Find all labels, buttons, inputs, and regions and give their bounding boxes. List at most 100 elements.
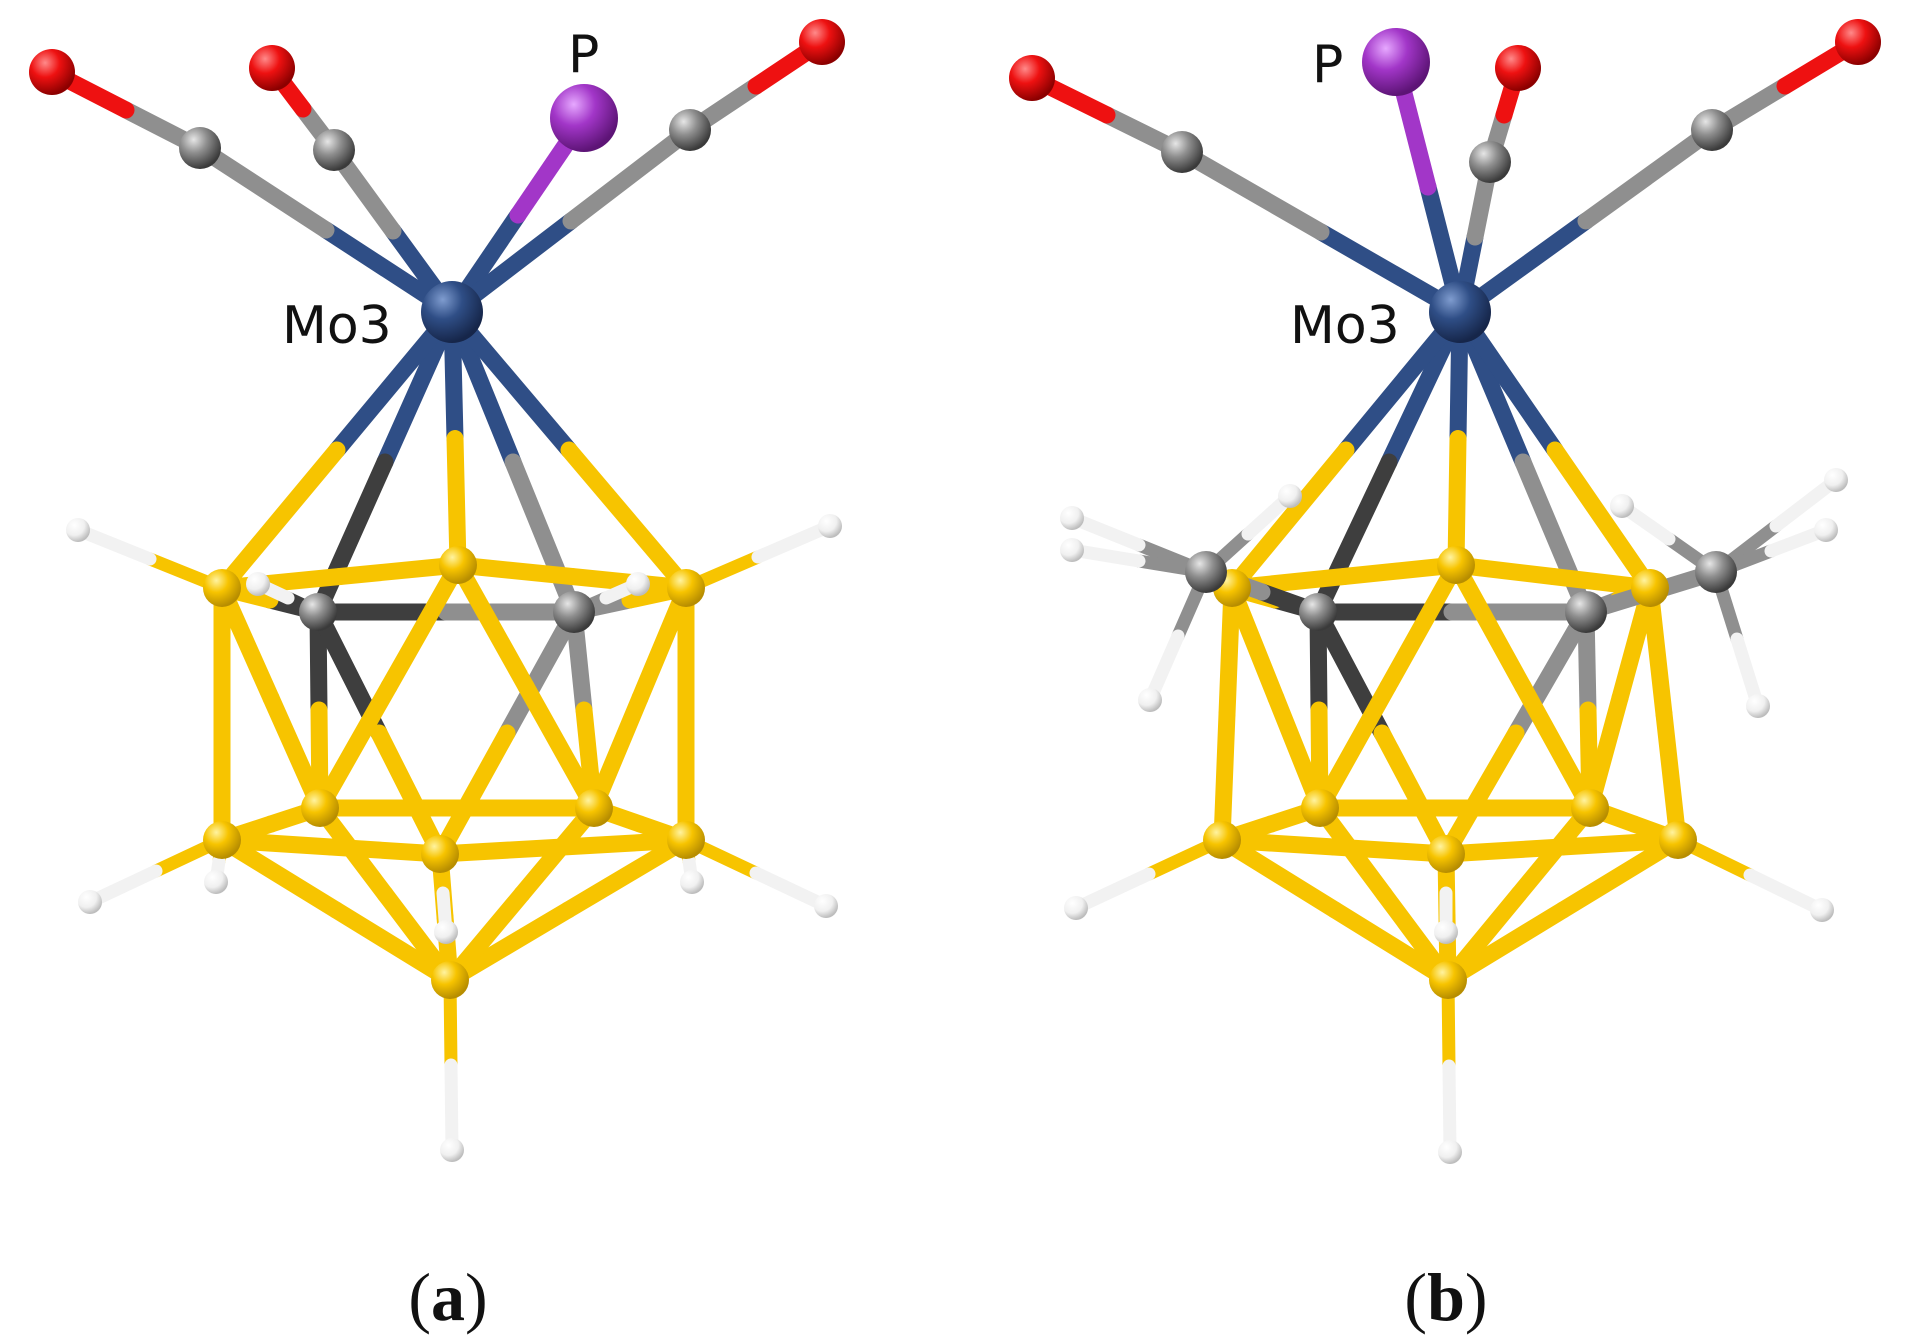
panel-b-hydrogen-atom-27 (1610, 494, 1634, 518)
panel-b-hydrogen-atom-23 (1138, 688, 1162, 712)
panel-b-bond-6 (1703, 33, 1867, 139)
panel-a-mo-label: Mo3 (282, 296, 392, 356)
panel-a-bond-38 (679, 519, 837, 595)
panel-a-hydrogen-atom-22 (814, 894, 838, 918)
panel-a-oxygen-atom-13 (29, 49, 75, 95)
panel-a-bond-41 (443, 973, 459, 1157)
panel-b-bond-16 (1447, 556, 1659, 597)
panel-b-hydrogen-atom-22 (1278, 484, 1302, 508)
panel-b-bond-23 (1641, 579, 1687, 849)
panel-a-boron-atom-5 (667, 569, 705, 607)
panel-a-hydrogen-atom-27 (204, 870, 228, 894)
panel-b-boron-atom-10 (1571, 789, 1609, 827)
panel-b-bond-1 (1023, 69, 1191, 161)
panel-a-hydrogen-atom-23 (440, 1138, 464, 1162)
panel-a-bond-32 (213, 831, 459, 989)
panel-a-caption: (a) (408, 1259, 487, 1335)
panel-a-p-label: P (568, 25, 599, 85)
panel-b-hydrogen-atom-32 (1060, 538, 1084, 562)
panel-b-boron-atom-4 (1437, 546, 1475, 584)
panel-a-bond-0 (191, 139, 461, 321)
panel-b-bond-19 (1437, 603, 1595, 863)
panel-a-bond-26 (449, 556, 603, 817)
panel-b-boron-atom-9 (1301, 789, 1339, 827)
panel-a-bond-10 (443, 303, 467, 574)
panel-b-boron-atom-11 (1429, 961, 1467, 999)
panel-b-hydrogen-atom-29 (1810, 898, 1834, 922)
panel-a-hydrogen-atom-21 (78, 890, 102, 914)
panel-a-boron-atom-6 (203, 821, 241, 859)
panel-b-bond-32 (1213, 831, 1457, 989)
panel-a-boron-atom-10 (575, 789, 613, 827)
panel-a-hydrogen-atom-24 (434, 920, 458, 944)
panel-b-bond-49 (1441, 973, 1457, 1159)
panel-a-phosphorus-atom-16 (550, 84, 618, 152)
panel-a-hydrogen-atom-25 (246, 572, 270, 596)
panel-b-carbon-atom-14 (1469, 141, 1511, 183)
panel-b-hydrogen-atom-26 (1746, 694, 1770, 718)
panel-b-hydrogen-atom-21 (1060, 506, 1084, 530)
panel-b-p-label: P (1312, 35, 1343, 95)
panel-b-boron-atom-6 (1203, 821, 1241, 859)
panel-b-oxygen-atom-18 (1835, 19, 1881, 65)
panel-a-boron-atom-7 (667, 821, 705, 859)
panel-b-oxygen-atom-15 (1495, 45, 1541, 91)
panel-a-hydrogen-atom-19 (66, 518, 90, 542)
panel-b-bond-22 (1223, 579, 1329, 817)
panel-a-bond-1 (43, 63, 209, 157)
panel-a-boron-atom-3 (203, 569, 241, 607)
panel-a-structure: Mo3 P (a) (29, 19, 845, 1335)
panel-a-carbon-atom-12 (179, 127, 221, 169)
panel-b-hydrogen-atom-30 (1438, 1140, 1462, 1164)
panel-b-bond-26 (1447, 556, 1599, 817)
panel-a-bond-16 (449, 556, 695, 597)
panel-a-bond-6 (681, 33, 831, 139)
panel-a-oxygen-atom-18 (799, 19, 845, 65)
panel-b-bond-21 (1213, 579, 1241, 849)
panel-a-bond-36 (441, 799, 603, 989)
panel-b-atoms (1009, 19, 1881, 1164)
panel-b-hydrogen-atom-24 (1824, 468, 1848, 492)
panel-a-bond-5 (443, 121, 699, 321)
panel-b-molybdenum-atom-0 (1429, 281, 1491, 343)
panel-a-bond-19 (431, 603, 583, 863)
panel-b-bond-17 (1309, 603, 1329, 817)
panel-a-bond-11 (443, 303, 695, 597)
panel-a-bond-39 (83, 833, 229, 909)
panel-b-boron-atom-7 (1659, 821, 1697, 859)
panel-b-carbon-atom-17 (1691, 109, 1733, 151)
panel-b-bond-45 (1709, 565, 1765, 713)
panel-b-bond-25 (1311, 556, 1465, 817)
panel-b-carbon-atom-2 (1565, 591, 1607, 633)
panel-a-boron-atom-8 (421, 835, 459, 873)
panel-b-boron-atom-5 (1631, 569, 1669, 607)
panel-b-bond-48 (1671, 833, 1829, 917)
panel-b-bond-47 (1069, 833, 1229, 915)
panel-a-carbon-atom-14 (313, 129, 355, 171)
panel-a-bond-22 (213, 579, 329, 817)
panel-b-carbon-atom-20 (1695, 551, 1737, 593)
panel-a-bond-24 (585, 579, 695, 817)
panel-a-carbon-atom-2 (553, 591, 595, 633)
panel-b-carbon-atom-12 (1161, 131, 1203, 173)
panel-b-caption: (b) (1404, 1259, 1487, 1335)
panel-b-hydrogen-atom-31 (1434, 920, 1458, 944)
panel-a-boron-atom-4 (439, 546, 477, 584)
panel-a-atoms (29, 19, 845, 1162)
panel-b-boron-atom-8 (1427, 835, 1465, 873)
panel-b-hydrogen-atom-28 (1064, 896, 1088, 920)
panel-b-bond-24 (1581, 579, 1659, 817)
panel-a-carbon-atom-1 (299, 593, 337, 631)
panel-a-hydrogen-atom-26 (626, 572, 650, 596)
panel-a-bond-40 (679, 833, 833, 913)
panel-b-structure: Mo3 P (b) (1009, 19, 1881, 1335)
panel-a-hydrogen-atom-20 (818, 514, 842, 538)
panel-a-bond-15 (213, 556, 467, 597)
panel-b-hydrogen-atom-25 (1814, 518, 1838, 542)
panel-a-boron-atom-11 (431, 961, 469, 999)
panel-b-bond-10 (1447, 303, 1469, 574)
panel-a-oxygen-atom-15 (249, 45, 295, 91)
panel-a-bond-4 (443, 109, 593, 321)
panel-a-boron-atom-9 (301, 789, 339, 827)
